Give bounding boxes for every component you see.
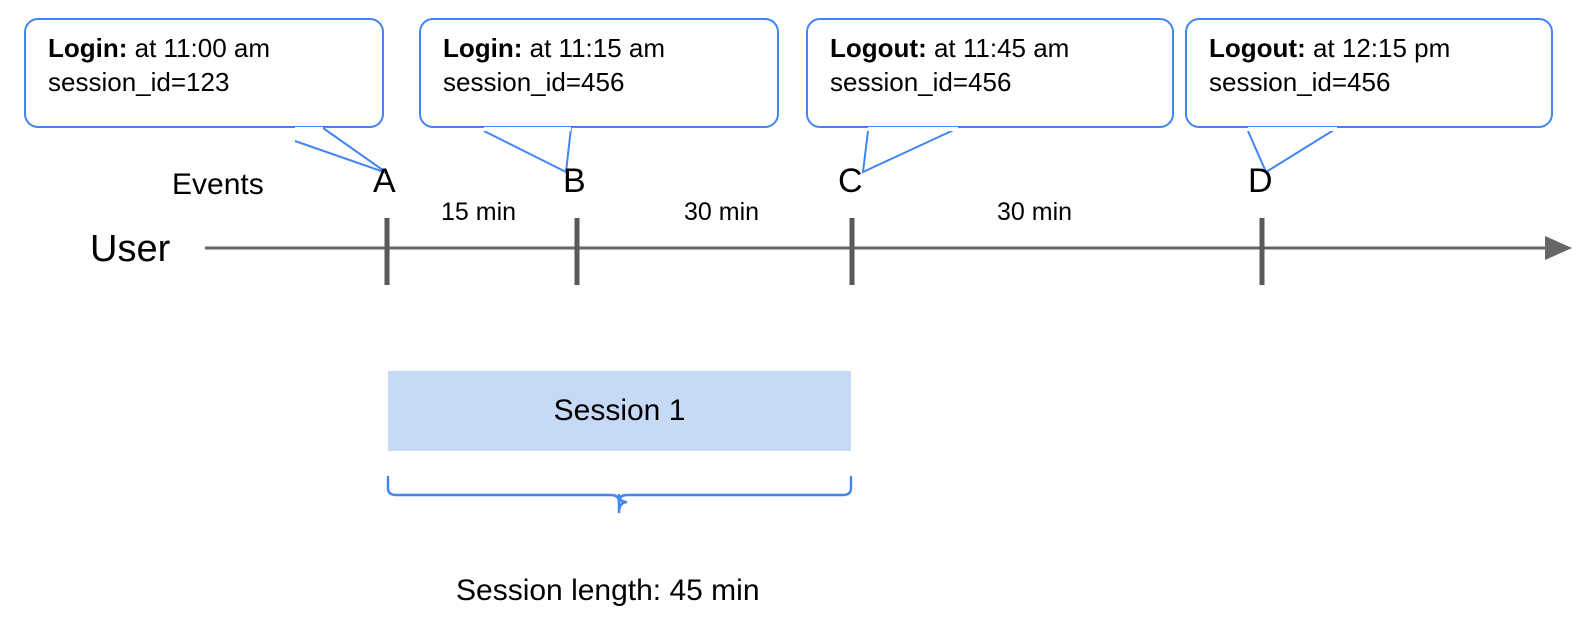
- callout-b-time: at 11:15 am: [522, 33, 666, 63]
- session-length-brace: [386, 475, 853, 514]
- callout-bubble-d: Logout: at 12:15 pm session_id=456: [1185, 18, 1553, 128]
- callout-bubble-a: Login: at 11:00 am session_id=123: [24, 18, 384, 128]
- session-bar: Session 1: [388, 371, 851, 451]
- callout-a-session: session_id=123: [48, 66, 230, 97]
- callout-d-session: session_id=456: [1209, 66, 1391, 97]
- point-label-c: C: [838, 162, 863, 200]
- callout-bubble-c: Logout: at 11:45 am session_id=456: [806, 18, 1174, 128]
- session-length-label: Session length: 45 min: [456, 574, 760, 607]
- callout-b-session: session_id=456: [443, 66, 625, 97]
- point-label-d: D: [1248, 162, 1273, 200]
- callout-c-time: at 11:45 am: [926, 33, 1070, 63]
- callout-b-event: Login:: [443, 33, 523, 63]
- lane-label-user: User: [90, 228, 171, 270]
- session-bar-label: Session 1: [553, 394, 686, 427]
- duration-label-a-b: 15 min: [441, 198, 517, 226]
- callout-b-line1: Login: at 11:15 am: [443, 32, 761, 66]
- callout-c-session: session_id=456: [830, 66, 1012, 97]
- callout-d-event: Logout:: [1209, 33, 1306, 63]
- callout-d-line1: Logout: at 12:15 pm: [1209, 32, 1535, 66]
- duration-label-b-c: 30 min: [684, 198, 760, 226]
- callout-bubble-b: Login: at 11:15 am session_id=456: [419, 18, 779, 128]
- lane-label-events: Events: [172, 168, 264, 201]
- callout-tail-b: [483, 127, 572, 174]
- point-label-a: A: [373, 162, 396, 200]
- duration-label-c-d: 30 min: [997, 198, 1073, 226]
- callout-d-time: at 12:15 pm: [1305, 33, 1451, 63]
- point-label-b: B: [563, 162, 586, 200]
- callout-a-line1: Login: at 11:00 am: [48, 32, 366, 66]
- callout-a-event: Login:: [48, 33, 128, 63]
- callout-c-event: Logout:: [830, 33, 927, 63]
- callout-c-line1: Logout: at 11:45 am: [830, 32, 1156, 66]
- callout-a-time: at 11:00 am: [127, 33, 271, 63]
- callout-tail-c: [861, 127, 959, 174]
